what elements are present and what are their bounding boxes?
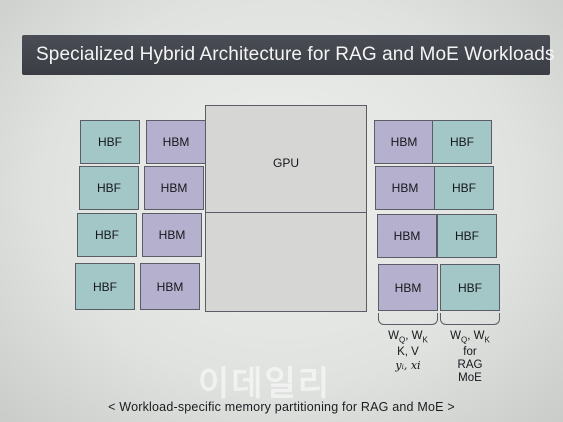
- hbf-block: HBF: [80, 120, 140, 164]
- hbf-block: HBF: [432, 120, 492, 164]
- hbm-block: HBM: [377, 214, 437, 258]
- watermark: 이데일리: [198, 364, 332, 404]
- hbf-label-line2: for: [463, 346, 477, 359]
- hbm-label-line2: K, V: [397, 346, 419, 359]
- hbf-label: WQ, WK for RAG MoE: [434, 330, 506, 385]
- gpu-label: GPU: [272, 156, 299, 170]
- hbm-block: HBM: [146, 120, 206, 164]
- hbm-block: HBM: [378, 264, 438, 311]
- hbm-label-line3: yᵢ, xi: [395, 359, 421, 373]
- hbf-block: HBF: [79, 166, 139, 210]
- hbm-block: HBM: [144, 166, 204, 210]
- gpu-block-bottom: [205, 212, 367, 312]
- hbf-label-line3: RAG: [457, 359, 483, 372]
- hbm-label-line1: WQ, WK: [388, 330, 428, 345]
- hbf-block: HBF: [434, 166, 494, 210]
- hbf-block: HBF: [75, 263, 135, 310]
- diagram-title: Specialized Hybrid Architecture for RAG …: [36, 44, 555, 65]
- hbm-block: HBM: [142, 213, 202, 257]
- gpu-block-top: GPU: [205, 105, 367, 213]
- hbf-block: HBF: [440, 264, 500, 311]
- hbm-block: HBM: [374, 120, 434, 164]
- hbf-block: HBF: [437, 214, 497, 258]
- hbf-label-line1: WQ, WK: [450, 330, 490, 345]
- hbm-label: WQ, WK K, V yᵢ, xi: [372, 330, 444, 372]
- brace-hbf: [440, 313, 500, 325]
- caption: < Workload-specific memory partitioning …: [108, 400, 455, 414]
- hbm-block: HBM: [140, 263, 200, 310]
- hbf-label-line4: MoE: [458, 372, 482, 385]
- hbm-block: HBM: [375, 166, 435, 210]
- title-bar: Specialized Hybrid Architecture for RAG …: [22, 35, 554, 75]
- hbf-block: HBF: [77, 213, 137, 257]
- brace-hbm: [378, 313, 438, 325]
